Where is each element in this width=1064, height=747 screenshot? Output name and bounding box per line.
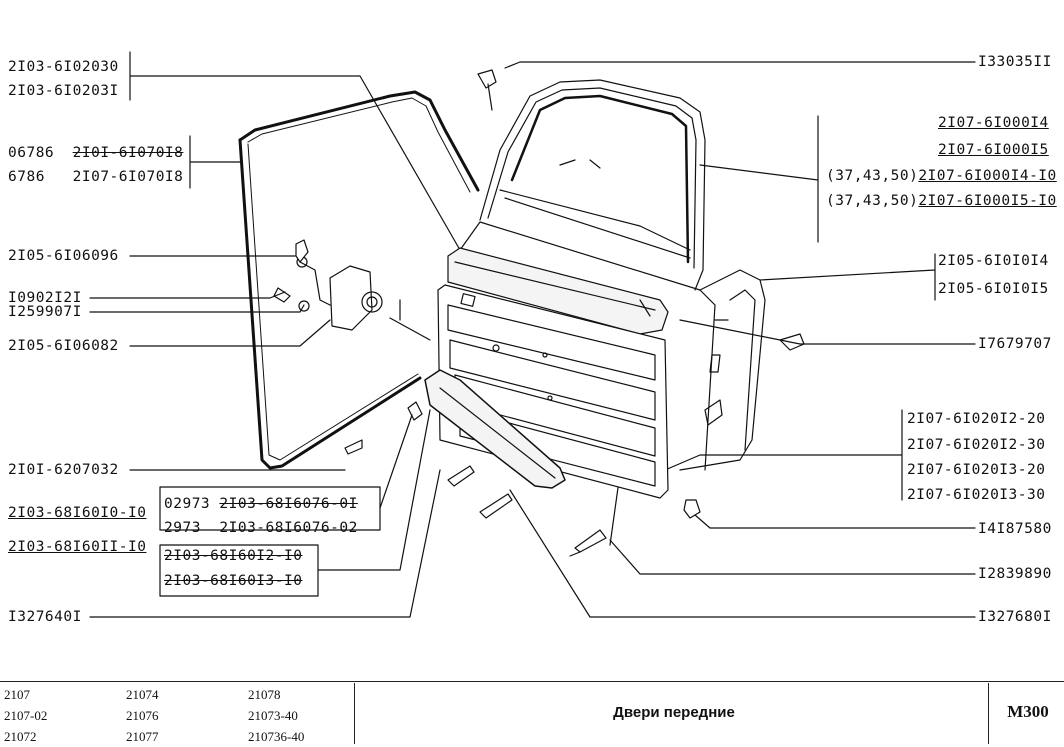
model-column-3: 21078 21073-40 210736-40 [248, 684, 304, 747]
prefix-06786: 06786 [8, 145, 55, 161]
sheet-title: Двери передние [613, 704, 735, 721]
model-2107: 2107 [4, 687, 30, 702]
model-210736-40: 210736-40 [248, 729, 305, 744]
model-21076: 21076 [126, 708, 159, 723]
part-label-2107-6102012-30: 2I07-6I020I2-30 [907, 437, 1046, 453]
part-label-13276801: I327680I [978, 609, 1052, 625]
part-label-13303511: I33035II [978, 54, 1052, 70]
prefix-2973: 2973 [164, 520, 201, 536]
part-label-2103-6816012-10: 2I03-68I60I2-I0 [164, 548, 303, 564]
model-column-2: 21074 21076 21077 [126, 684, 159, 747]
part-label-2103-6102031: 2I03-6I0203I [8, 83, 119, 99]
prefix-02973: 02973 [164, 496, 211, 512]
title-block [0, 681, 1064, 745]
code-2103-6816076-01: 2I03-68I6076-0I [219, 496, 358, 512]
part-label-17679707: I7679707 [978, 336, 1052, 352]
code-2107-6107018: 2I07-6I070I8 [72, 169, 184, 185]
part-label-2103-6816010-10: 2I03-68I60I0-I0 [8, 505, 147, 521]
footer-divider [988, 683, 989, 744]
part-label-10902121: I0902I2I [8, 290, 82, 306]
model-21072: 21072 [4, 729, 37, 744]
part-label-2103-6816011-10: 2I03-68I60II-I0 [8, 539, 147, 555]
part-label-2107-6102012-20: 2I07-6I020I2-20 [907, 411, 1046, 427]
part-label-2107-6102013-20: 2I07-6I020I3-20 [907, 462, 1046, 478]
model-21078: 21078 [248, 687, 281, 702]
footer-divider [354, 683, 355, 744]
part-label-2107-6100014-10: (37,43,50)2I07-6I000I4-I0 [826, 167, 1057, 185]
part-label-2973-2103-6816076-02: 2973 2I03-68I6076-02 [164, 519, 358, 537]
model-21077: 21077 [126, 729, 159, 744]
code-2103-6816076-02: 2I03-68I6076-02 [219, 520, 358, 536]
part-label-2103-6816013-10: 2I03-68I60I3-I0 [164, 573, 303, 589]
sheet-code: М300 [1007, 702, 1049, 721]
door-assembly-diagram [89, 51, 976, 618]
part-label-02973-2103-6816076-01: 02973 2I03-68I6076-0I [164, 495, 358, 513]
part-label-13276401: I327640I [8, 609, 82, 625]
part-label-06786-2101-6107018: 06786 2I0I-6I070I8 [8, 144, 183, 162]
prefix-6786: 6786 [8, 169, 45, 185]
part-label-2107-6100014: 2I07-6I000I4 [938, 115, 1049, 131]
model-21073-40: 21073-40 [248, 708, 298, 723]
code-2107-6100014-10: 2I07-6I000I4-I0 [918, 168, 1057, 184]
part-label-2101-6207032: 2I0I-6207032 [8, 462, 119, 478]
part-label-14187580: I4I87580 [978, 521, 1052, 537]
part-label-12839890: I2839890 [978, 566, 1052, 582]
part-label-2107-6100015: 2I07-6I000I5 [938, 142, 1049, 158]
part-label-2105-6101015: 2I05-6I0I0I5 [938, 281, 1049, 297]
part-label-6786-2107-6107018: 6786 2I07-6I070I8 [8, 168, 183, 186]
code-2101-6107018: 2I0I-6I070I8 [72, 145, 184, 161]
part-label-2105-6101014: 2I05-6I0I0I4 [938, 253, 1049, 269]
prefix-models: (37,43,50) [826, 168, 919, 184]
part-label-2105-6106082: 2I05-6I06082 [8, 338, 119, 354]
prefix-models: (37,43,50) [826, 193, 919, 209]
code-2107-6100015-10: 2I07-6I000I5-I0 [918, 193, 1057, 209]
model-2107-02: 2107-02 [4, 708, 48, 723]
part-label-12599071: I259907I [8, 304, 82, 320]
model-21074: 21074 [126, 687, 159, 702]
part-label-2107-6100015-10: (37,43,50)2I07-6I000I5-I0 [826, 192, 1057, 210]
part-label-2107-6102013-30: 2I07-6I020I3-30 [907, 487, 1046, 503]
model-column-1: 2107 2107-02 21072 [4, 684, 47, 747]
part-label-2103-6102030: 2I03-6I02030 [8, 59, 119, 75]
part-label-2105-6106096: 2I05-6I06096 [8, 248, 119, 264]
